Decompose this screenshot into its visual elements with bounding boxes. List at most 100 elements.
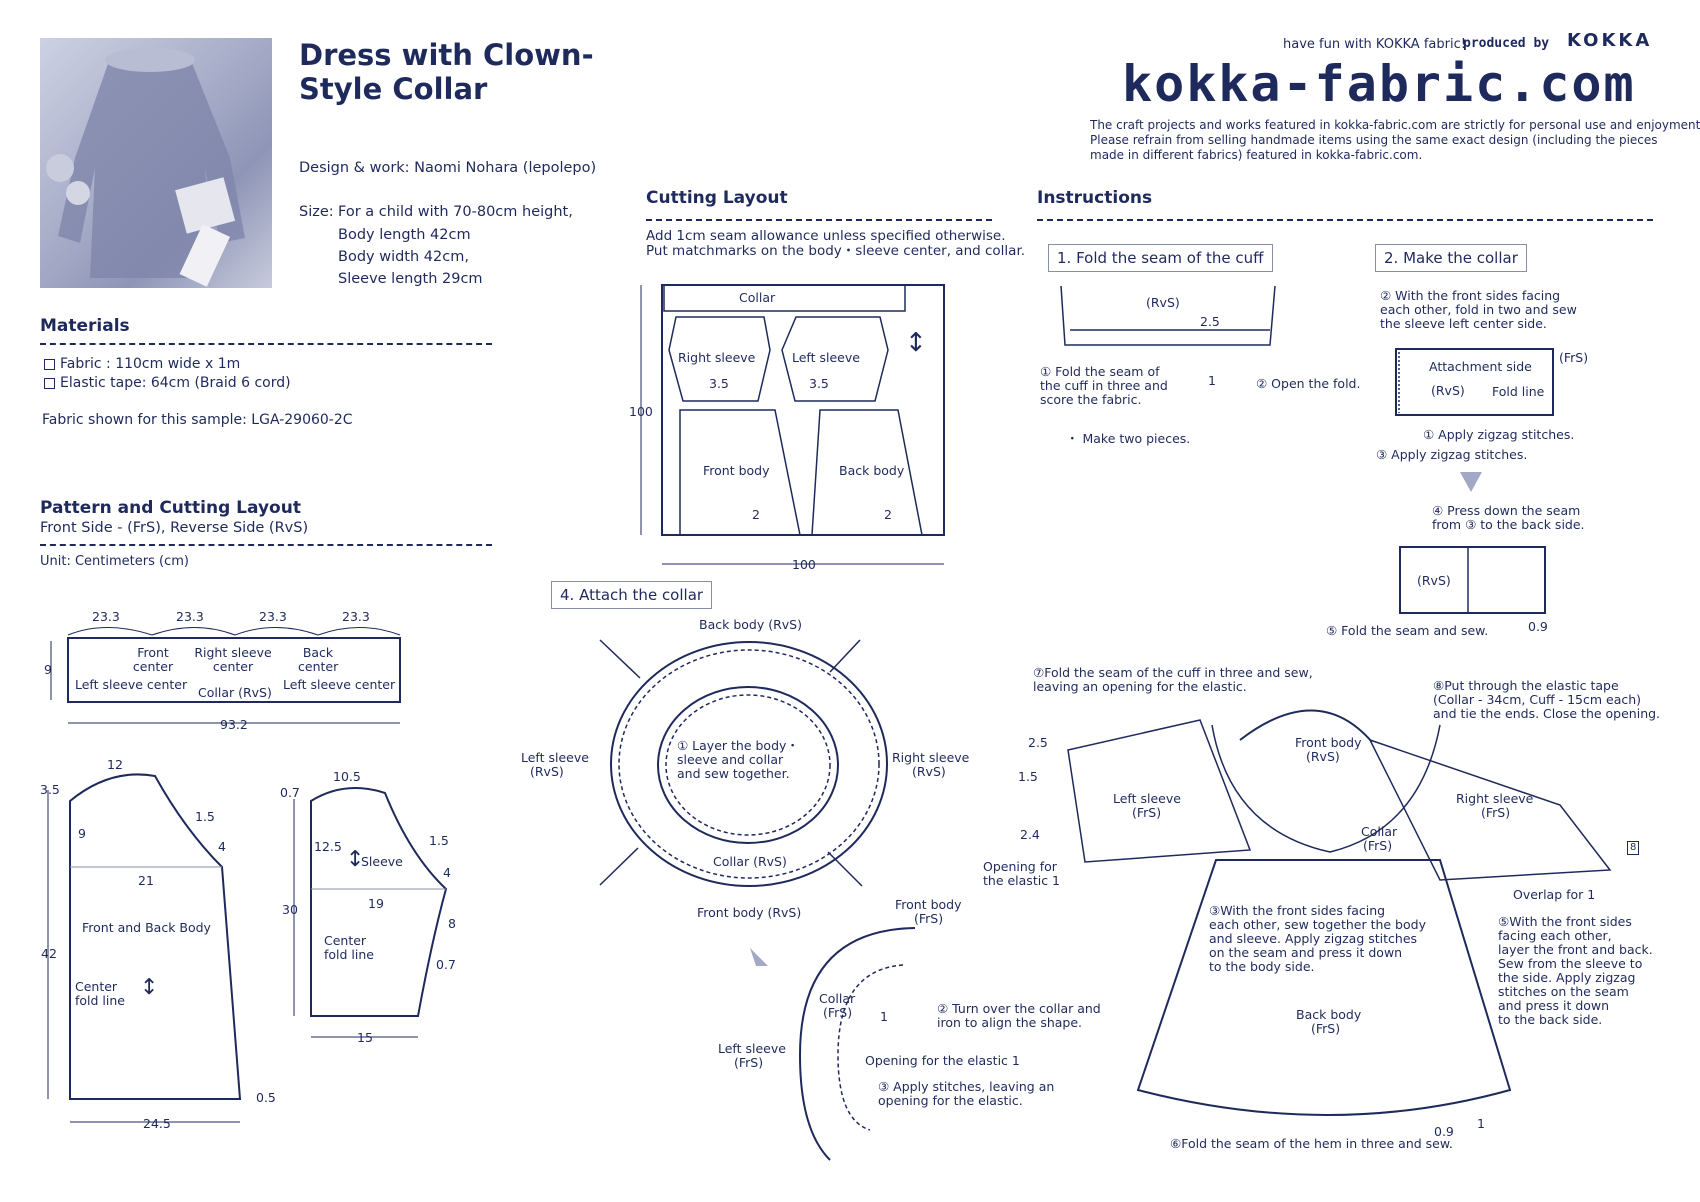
sleeve-bottom: 15 <box>357 1030 373 1045</box>
dress-n3-3: and sleeve. Apply zigzag stitches <box>1209 931 1418 946</box>
step1-note-a2: the cuff in three and <box>1040 378 1168 393</box>
step2-press-2: from ③ to the back side. <box>1432 517 1585 532</box>
collar-left-label: Left sleeve center <box>75 677 188 692</box>
dress-n5-7: and press it down <box>1498 998 1610 1013</box>
dress-n7-2: leaving an opening for the elastic. <box>1033 679 1247 694</box>
collar-seg-2: 23.3 <box>176 609 204 624</box>
instructions-heading: Instructions <box>1037 188 1153 208</box>
size-line-4: Sleeve length 29cm <box>338 271 483 287</box>
collar-seg-4: 23.3 <box>342 609 370 624</box>
dress-front-body-1: Front body <box>1295 735 1362 750</box>
size-label: Size: <box>299 204 334 220</box>
dress-n3-2: each other, sew together the body <box>1209 917 1426 932</box>
dress-photo-illustration <box>46 48 245 287</box>
material-fabric: Fabric : 110cm wide x 1m <box>60 356 241 372</box>
dress-v15: 1.5 <box>1018 769 1038 784</box>
size-line-2: Body length 42cm <box>338 227 471 243</box>
body-hem: 0.5 <box>256 1090 276 1105</box>
step4-left-2: (RvS) <box>530 764 564 779</box>
step2-intro-3: the sleeve left center side. <box>1380 316 1547 331</box>
dress-n3-5: to the body side. <box>1209 959 1315 974</box>
collar-right-label: Left sleeve center <box>283 677 396 692</box>
body-top: 12 <box>107 757 123 772</box>
tagline: have fun with KOKKA fabric! <box>1283 37 1466 52</box>
sleeve-fold: Center fold line <box>324 933 374 962</box>
size-line-1: For a child with 70-80cm height, <box>338 204 573 220</box>
step4-front-frs-2: (FrS) <box>914 911 944 926</box>
cut-piece-front-body: Front body <box>703 463 770 478</box>
dress-n8-3: and tie the ends. Close the opening. <box>1433 706 1661 721</box>
step4-turn-2: iron to align the shape. <box>937 1015 1083 1030</box>
step4-right-2: (RvS) <box>912 764 946 779</box>
sleeve-name: Sleeve <box>361 854 403 869</box>
cut-body-val-1: 2 <box>752 507 760 522</box>
step2-val: 0.9 <box>1528 619 1548 634</box>
step4-front-rvs: Front body (RvS) <box>697 905 802 920</box>
cut-piece-right-sleeve: Right sleeve <box>678 350 756 365</box>
pattern-heading: Pattern and Cutting Layout <box>40 498 301 518</box>
collar-total: 93.2 <box>220 717 248 732</box>
cut-piece-back-body: Back body <box>839 463 905 478</box>
produced-by: produced by <box>1463 36 1550 51</box>
dress-n5-6: stitches on the seam <box>1498 984 1629 999</box>
dress-collar-2: (FrS) <box>1363 838 1393 853</box>
brand-name: KOKKA <box>1567 30 1653 51</box>
step2-frs: (FrS) <box>1559 350 1589 365</box>
page-title: Dress with Clown-Style Collar <box>299 38 594 106</box>
pattern-unit: Unit: Centimeters (cm) <box>40 554 189 569</box>
step1-val: 2.5 <box>1200 314 1220 329</box>
step2-intro-1: ② With the front sides facing <box>1380 288 1561 303</box>
notice-line-1: The craft projects and works featured in… <box>1090 118 1700 132</box>
cut-body-val-2: 2 <box>884 507 892 522</box>
notice-line-3: made in different fabrics) featured in k… <box>1090 148 1423 162</box>
sleeve-side: 8 <box>448 916 456 931</box>
dress-right-sleeve-1: Right sleeve <box>1456 791 1534 806</box>
step4-left-1: Left sleeve <box>521 750 589 765</box>
dress-n7-1: ⑦Fold the seam of the cuff in three and … <box>1033 665 1313 680</box>
cut-sleeve-val-1: 3.5 <box>709 376 729 391</box>
cutting-note-2: Put matchmarks on the body・sleeve center… <box>646 243 1026 259</box>
dress-n5-1: ⑤With the front sides <box>1498 914 1632 929</box>
step2-title: 2. Make the collar <box>1375 244 1527 272</box>
body-bottom: 24.5 <box>143 1116 171 1131</box>
step4-title: 4. Attach the collar <box>551 581 713 609</box>
step4-collar: Collar (RvS) <box>713 854 787 869</box>
sleeve-top: 10.5 <box>333 769 361 784</box>
sleeve-cap: 0.7 <box>280 785 300 800</box>
step4-layer-1: ① Layer the body・ <box>677 738 799 753</box>
step2-zig3: ③ Apply zigzag stitches. <box>1376 447 1528 462</box>
dress-n3-1: ③With the front sides facing <box>1209 903 1386 918</box>
body-fold: Center fold line <box>75 979 125 1008</box>
dress-v1: 1 <box>1477 1116 1485 1131</box>
fabric-sample: Fabric shown for this sample: LGA-29060-… <box>42 412 353 428</box>
collar-seg-3: 23.3 <box>259 609 287 624</box>
body-width: 21 <box>138 873 154 888</box>
dress-n5-2: facing each other, <box>1498 928 1612 943</box>
step2-rvs2: (RvS) <box>1417 573 1451 588</box>
sleeve-cap-height: 12.5 <box>314 839 342 854</box>
dress-v25: 2.5 <box>1028 735 1048 750</box>
pattern-divider <box>40 544 492 546</box>
step4-collar-frs-1: Collar <box>819 991 856 1006</box>
step4-front-frs-1: Front body <box>895 897 962 912</box>
step2-rvs: (RvS) <box>1431 383 1465 398</box>
body-armhole-a: 1.5 <box>195 809 215 824</box>
dress-n8-1: ⑧Put through the elastic tape <box>1433 678 1619 693</box>
materials-divider <box>40 343 492 345</box>
dress-n5-3: layer the front and back. <box>1498 942 1653 957</box>
dress-n5-5: the side. Apply zigzag <box>1498 970 1636 985</box>
step4-turn-1: ② Turn over the collar and <box>937 1001 1101 1016</box>
body-length: 42 <box>41 946 57 961</box>
step4-apply-1: ③ Apply stitches, leaving an <box>878 1079 1055 1094</box>
step1-rvs: (RvS) <box>1146 295 1180 310</box>
dress-opening-1: Opening for <box>983 859 1057 874</box>
collar-right-sleeve-center: Right sleeve center <box>194 645 272 674</box>
step4-layer-3: and sew together. <box>677 766 790 781</box>
dress-back-body-1: Back body <box>1296 1007 1362 1022</box>
checkbox-icon <box>44 378 55 389</box>
design-credit: Design & work: Naomi Nohara (lepolepo) <box>299 160 597 176</box>
dress-eight: 8 <box>1627 841 1640 855</box>
cut-piece-left-sleeve: Left sleeve <box>792 350 860 365</box>
cut-grain-arrow-icon: ↕ <box>905 328 927 358</box>
